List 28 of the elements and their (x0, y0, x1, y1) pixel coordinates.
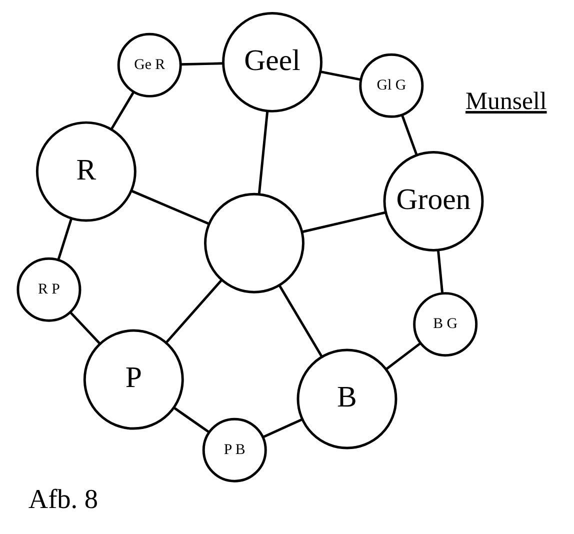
caption: Afb. 8 (28, 484, 98, 514)
connector (173, 406, 210, 434)
connector (57, 218, 73, 260)
connector (165, 279, 223, 344)
connector (69, 311, 101, 344)
node-circle: P B (202, 418, 267, 482)
label: Munsell (465, 88, 547, 116)
connector (436, 250, 444, 294)
connector (131, 190, 210, 225)
node-circle: Ge R (117, 32, 182, 98)
connector (278, 284, 323, 358)
node-circle: Geel (222, 12, 322, 112)
node-circle: B (296, 348, 398, 450)
node-circle (204, 192, 304, 294)
node-circle: Groen (383, 151, 484, 252)
connector (386, 342, 422, 370)
connector (110, 91, 135, 130)
connector (320, 70, 362, 81)
connector (262, 418, 303, 438)
connector (258, 111, 269, 194)
connector (400, 114, 418, 156)
connector (180, 62, 223, 66)
node-circle: Gl G (359, 53, 424, 118)
node-circle: R (36, 121, 136, 222)
node-circle: B G (413, 292, 478, 357)
connector (302, 211, 386, 234)
node-circle: R P (16, 257, 82, 322)
node-circle: P (83, 329, 184, 430)
